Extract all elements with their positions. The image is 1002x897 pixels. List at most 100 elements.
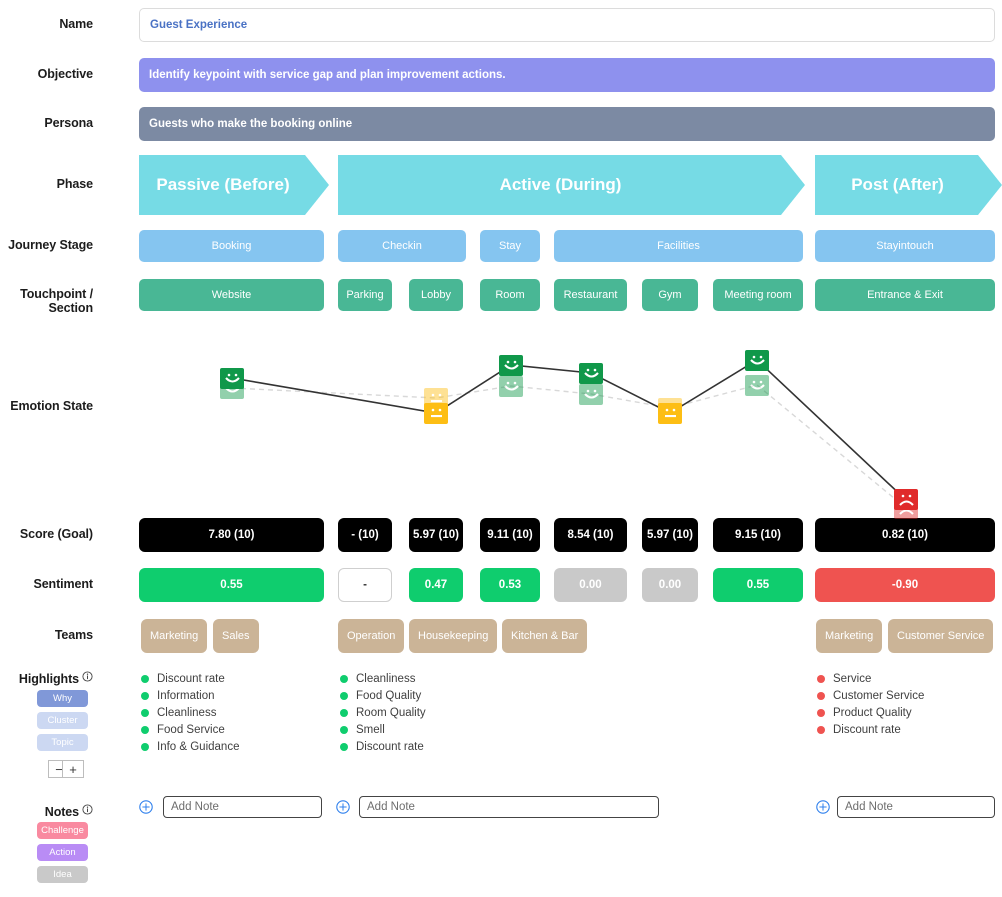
emotion-actual-marker-parking[interactable] <box>424 403 448 424</box>
highlight-item[interactable]: Discount rate <box>141 670 239 687</box>
label-objective: Objective <box>37 67 93 81</box>
highlight-item[interactable]: Info & Guidance <box>141 738 239 755</box>
notes-info-icon[interactable] <box>82 804 93 818</box>
highlight-item[interactable]: Discount rate <box>340 738 426 755</box>
sentiment-entrance-exit[interactable]: -0.90 <box>815 568 995 602</box>
team-operation[interactable]: Operation <box>338 619 405 653</box>
emotion-actual-marker-lobby[interactable] <box>499 355 523 376</box>
highlight-label: Discount rate <box>833 723 901 736</box>
highlight-label: Discount rate <box>157 672 225 685</box>
score-website[interactable]: 7.80 (10) <box>139 518 324 552</box>
highlight-label: Cleanliness <box>157 706 217 719</box>
highlight-item[interactable]: Food Quality <box>340 687 426 704</box>
highlight-dot-icon <box>817 674 825 683</box>
highlights-increase-button[interactable]: + <box>62 760 84 778</box>
touchpoint-meeting-room[interactable]: Meeting room <box>713 279 803 311</box>
label-highlights: Highlights <box>0 671 93 686</box>
journey-stage-facilities[interactable]: Facilities <box>554 230 803 262</box>
sentiment-room[interactable]: 0.53 <box>480 568 540 602</box>
sentiment-meeting-room[interactable]: 0.55 <box>713 568 803 602</box>
touchpoint-gym[interactable]: Gym <box>642 279 698 311</box>
highlight-item[interactable]: Product Quality <box>817 704 924 721</box>
highlight-dot-icon <box>141 742 149 751</box>
highlight-item[interactable]: Room Quality <box>340 704 426 721</box>
highlight-dot-icon <box>141 725 149 734</box>
team-customer-service[interactable]: Customer Service <box>888 619 994 653</box>
emotion-expected-marker-room <box>579 384 603 405</box>
highlight-label: Info & Guidance <box>157 740 240 753</box>
touchpoint-entrance-exit[interactable]: Entrance & Exit <box>815 279 995 311</box>
journey-stage-checkin[interactable]: Checkin <box>338 230 466 262</box>
highlight-dot-icon <box>340 691 348 700</box>
label-sentiment: Sentiment <box>33 577 93 591</box>
journey-stage-booking[interactable]: Booking <box>139 230 324 262</box>
team-marketing-2[interactable]: Marketing <box>816 619 883 653</box>
highlight-item[interactable]: Customer Service <box>817 687 924 704</box>
highlight-item[interactable]: Discount rate <box>817 721 924 738</box>
highlight-label: Cleanliness <box>356 672 416 685</box>
note-type-idea[interactable]: Idea <box>37 866 88 883</box>
highlight-group-post: Service Customer Service Product Quality… <box>817 670 924 738</box>
score-parking[interactable]: - (10) <box>338 518 392 552</box>
sentiment-gym[interactable]: 0.00 <box>642 568 698 602</box>
highlight-item[interactable]: Cleanliness <box>340 670 426 687</box>
sentiment-restaurant[interactable]: 0.00 <box>554 568 627 602</box>
touchpoint-restaurant[interactable]: Restaurant <box>554 279 627 311</box>
highlight-filter-why[interactable]: Why <box>37 690 88 707</box>
team-kitchen-bar[interactable]: Kitchen & Bar <box>502 619 588 653</box>
score-room[interactable]: 9.11 (10) <box>480 518 540 552</box>
sentiment-website[interactable]: 0.55 <box>139 568 324 602</box>
emotion-actual-marker-meeting-room[interactable] <box>745 350 769 371</box>
emotion-actual-marker-entrance-exit[interactable] <box>894 489 918 510</box>
highlight-label: Product Quality <box>833 706 912 719</box>
note-input-active[interactable] <box>359 796 659 818</box>
highlight-item[interactable]: Cleanliness <box>141 704 239 721</box>
score-meeting-room[interactable]: 9.15 (10) <box>713 518 803 552</box>
emotion-actual-marker-restaurant[interactable] <box>658 403 682 424</box>
note-input-post[interactable] <box>837 796 995 818</box>
note-type-challenge[interactable]: Challenge <box>37 822 88 839</box>
add-note-icon-3[interactable] <box>816 800 830 814</box>
journey-stage-stayintouch[interactable]: Stayintouch <box>815 230 995 262</box>
phase-post-after[interactable]: Post (After) <box>815 155 1002 215</box>
label-emotion-state: Emotion State <box>10 399 93 413</box>
score-entrance-exit[interactable]: 0.82 (10) <box>815 518 995 552</box>
team-marketing-1[interactable]: Marketing <box>141 619 208 653</box>
highlight-dot-icon <box>340 708 348 717</box>
highlight-item[interactable]: Information <box>141 687 239 704</box>
touchpoint-website[interactable]: Website <box>139 279 324 311</box>
add-note-icon-1[interactable] <box>139 800 153 814</box>
phase-passive-before[interactable]: Passive (Before) <box>139 155 329 215</box>
highlight-item[interactable]: Food Service <box>141 721 239 738</box>
highlight-filter-topic[interactable]: Topic <box>37 734 88 751</box>
journey-stage-stay[interactable]: Stay <box>480 230 540 262</box>
highlight-label: Smell <box>356 723 385 736</box>
team-housekeeping[interactable]: Housekeeping <box>409 619 498 653</box>
sentiment-lobby[interactable]: 0.47 <box>409 568 463 602</box>
score-lobby[interactable]: 5.97 (10) <box>409 518 463 552</box>
phase-active-during[interactable]: Active (During) <box>338 155 805 215</box>
note-input-passive[interactable] <box>163 796 322 818</box>
note-type-action[interactable]: Action <box>37 844 88 861</box>
highlight-filter-cluster[interactable]: Cluster <box>37 712 88 729</box>
emotion-actual-marker-website[interactable] <box>220 368 244 389</box>
touchpoint-room[interactable]: Room <box>480 279 540 311</box>
name-field[interactable]: Guest Experience <box>139 8 995 42</box>
score-restaurant[interactable]: 8.54 (10) <box>554 518 627 552</box>
highlight-label: Service <box>833 672 872 685</box>
add-note-icon-2[interactable] <box>336 800 350 814</box>
emotion-expected-marker-meeting-room <box>745 375 769 396</box>
highlight-dot-icon <box>817 708 825 717</box>
emotion-actual-marker-room[interactable] <box>579 363 603 384</box>
highlight-item[interactable]: Service <box>817 670 924 687</box>
highlights-label-text: Highlights <box>18 672 79 686</box>
touchpoint-parking[interactable]: Parking <box>338 279 392 311</box>
persona-field[interactable]: Guests who make the booking online <box>139 107 995 141</box>
highlights-info-icon[interactable] <box>82 671 93 685</box>
highlight-item[interactable]: Smell <box>340 721 426 738</box>
score-gym[interactable]: 5.97 (10) <box>642 518 698 552</box>
sentiment-parking[interactable]: - <box>338 568 392 602</box>
team-sales[interactable]: Sales <box>213 619 259 653</box>
objective-field[interactable]: Identify keypoint with service gap and p… <box>139 58 995 92</box>
touchpoint-lobby[interactable]: Lobby <box>409 279 463 311</box>
